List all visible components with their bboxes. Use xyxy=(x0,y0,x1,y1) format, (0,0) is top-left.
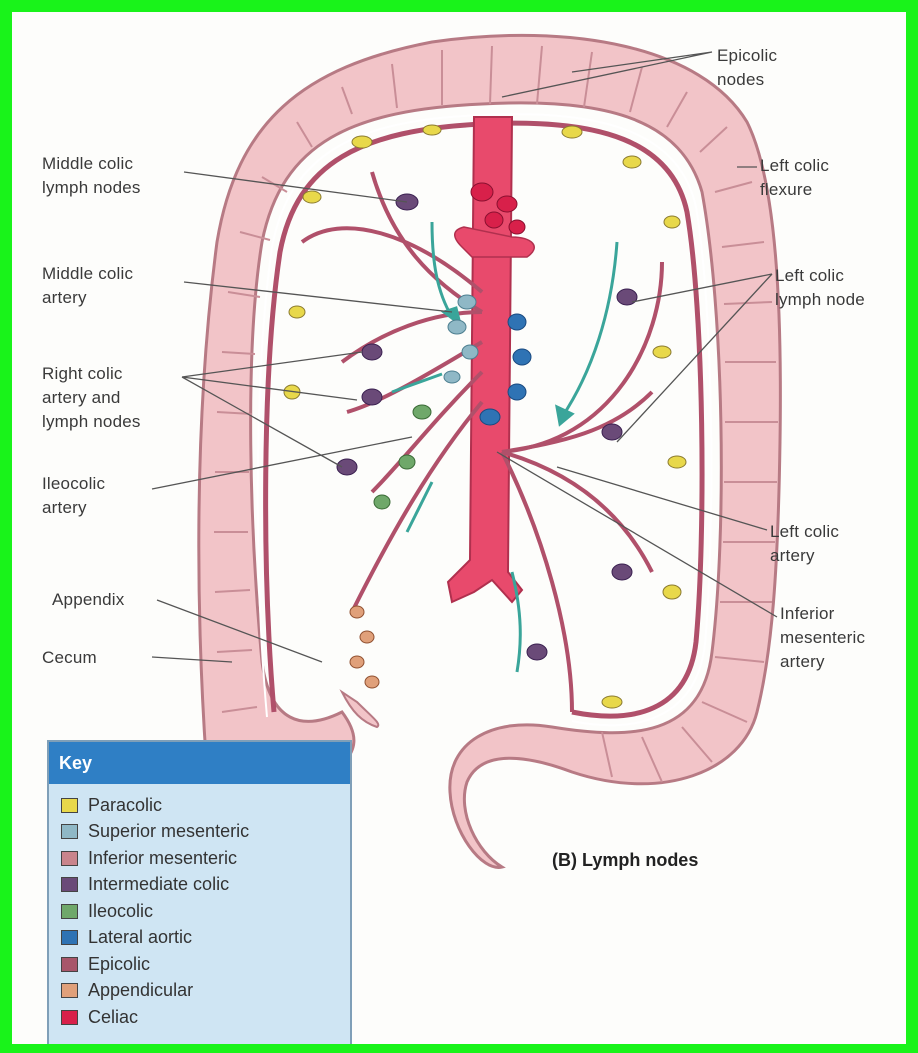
label-right-colic: Right colic artery and lymph nodes xyxy=(42,362,141,434)
legend-item: Paracolic xyxy=(61,792,350,819)
legend-label: Appendicular xyxy=(88,980,193,1001)
legend-label: Ileocolic xyxy=(88,901,153,922)
label-middle-colic-lymph-nodes: Middle colic lymph nodes xyxy=(42,152,141,200)
label-inferior-mesenteric-artery: Inferior mesenteric artery xyxy=(780,602,865,674)
legend-label: Superior mesenteric xyxy=(88,821,249,842)
legend-swatch xyxy=(61,851,78,866)
legend-label: Celiac xyxy=(88,1007,138,1028)
label-cecum: Cecum xyxy=(42,646,97,670)
legend-swatch xyxy=(61,877,78,892)
label-ileocolic-artery: Ileocolic artery xyxy=(42,472,105,520)
figure-frame: Epicolic nodes Left colic flexure Middle… xyxy=(12,12,906,1044)
legend-swatch xyxy=(61,930,78,945)
legend-item: Celiac xyxy=(61,1004,350,1031)
label-left-colic-lymph-nodes: Left colic lymph node xyxy=(775,264,865,312)
legend-swatch xyxy=(61,957,78,972)
legend-item: Intermediate colic xyxy=(61,872,350,899)
label-left-colic-flexure: Left colic flexure xyxy=(760,154,829,202)
legend-label: Paracolic xyxy=(88,795,162,816)
legend-label: Intermediate colic xyxy=(88,874,229,895)
legend-item: Epicolic xyxy=(61,951,350,978)
legend-label: Inferior mesenteric xyxy=(88,848,237,869)
legend-swatch xyxy=(61,983,78,998)
legend-label: Lateral aortic xyxy=(88,927,192,948)
legend-swatch xyxy=(61,824,78,839)
legend-swatch xyxy=(61,904,78,919)
legend-swatch xyxy=(61,798,78,813)
legend-item: Lateral aortic xyxy=(61,925,350,952)
label-left-colic-artery: Left colic artery xyxy=(770,520,839,568)
label-epicolic-nodes: Epicolic nodes xyxy=(717,44,777,92)
legend-swatch xyxy=(61,1010,78,1025)
legend-title: Key xyxy=(49,742,350,784)
label-middle-colic-artery: Middle colic artery xyxy=(42,262,133,310)
legend-item: Ileocolic xyxy=(61,898,350,925)
legend-label: Epicolic xyxy=(88,954,150,975)
legend-item: Appendicular xyxy=(61,978,350,1005)
legend-item: Inferior mesenteric xyxy=(61,845,350,872)
label-appendix: Appendix xyxy=(52,588,125,612)
figure-caption: (B) Lymph nodes xyxy=(552,850,698,871)
legend-item: Superior mesenteric xyxy=(61,819,350,846)
